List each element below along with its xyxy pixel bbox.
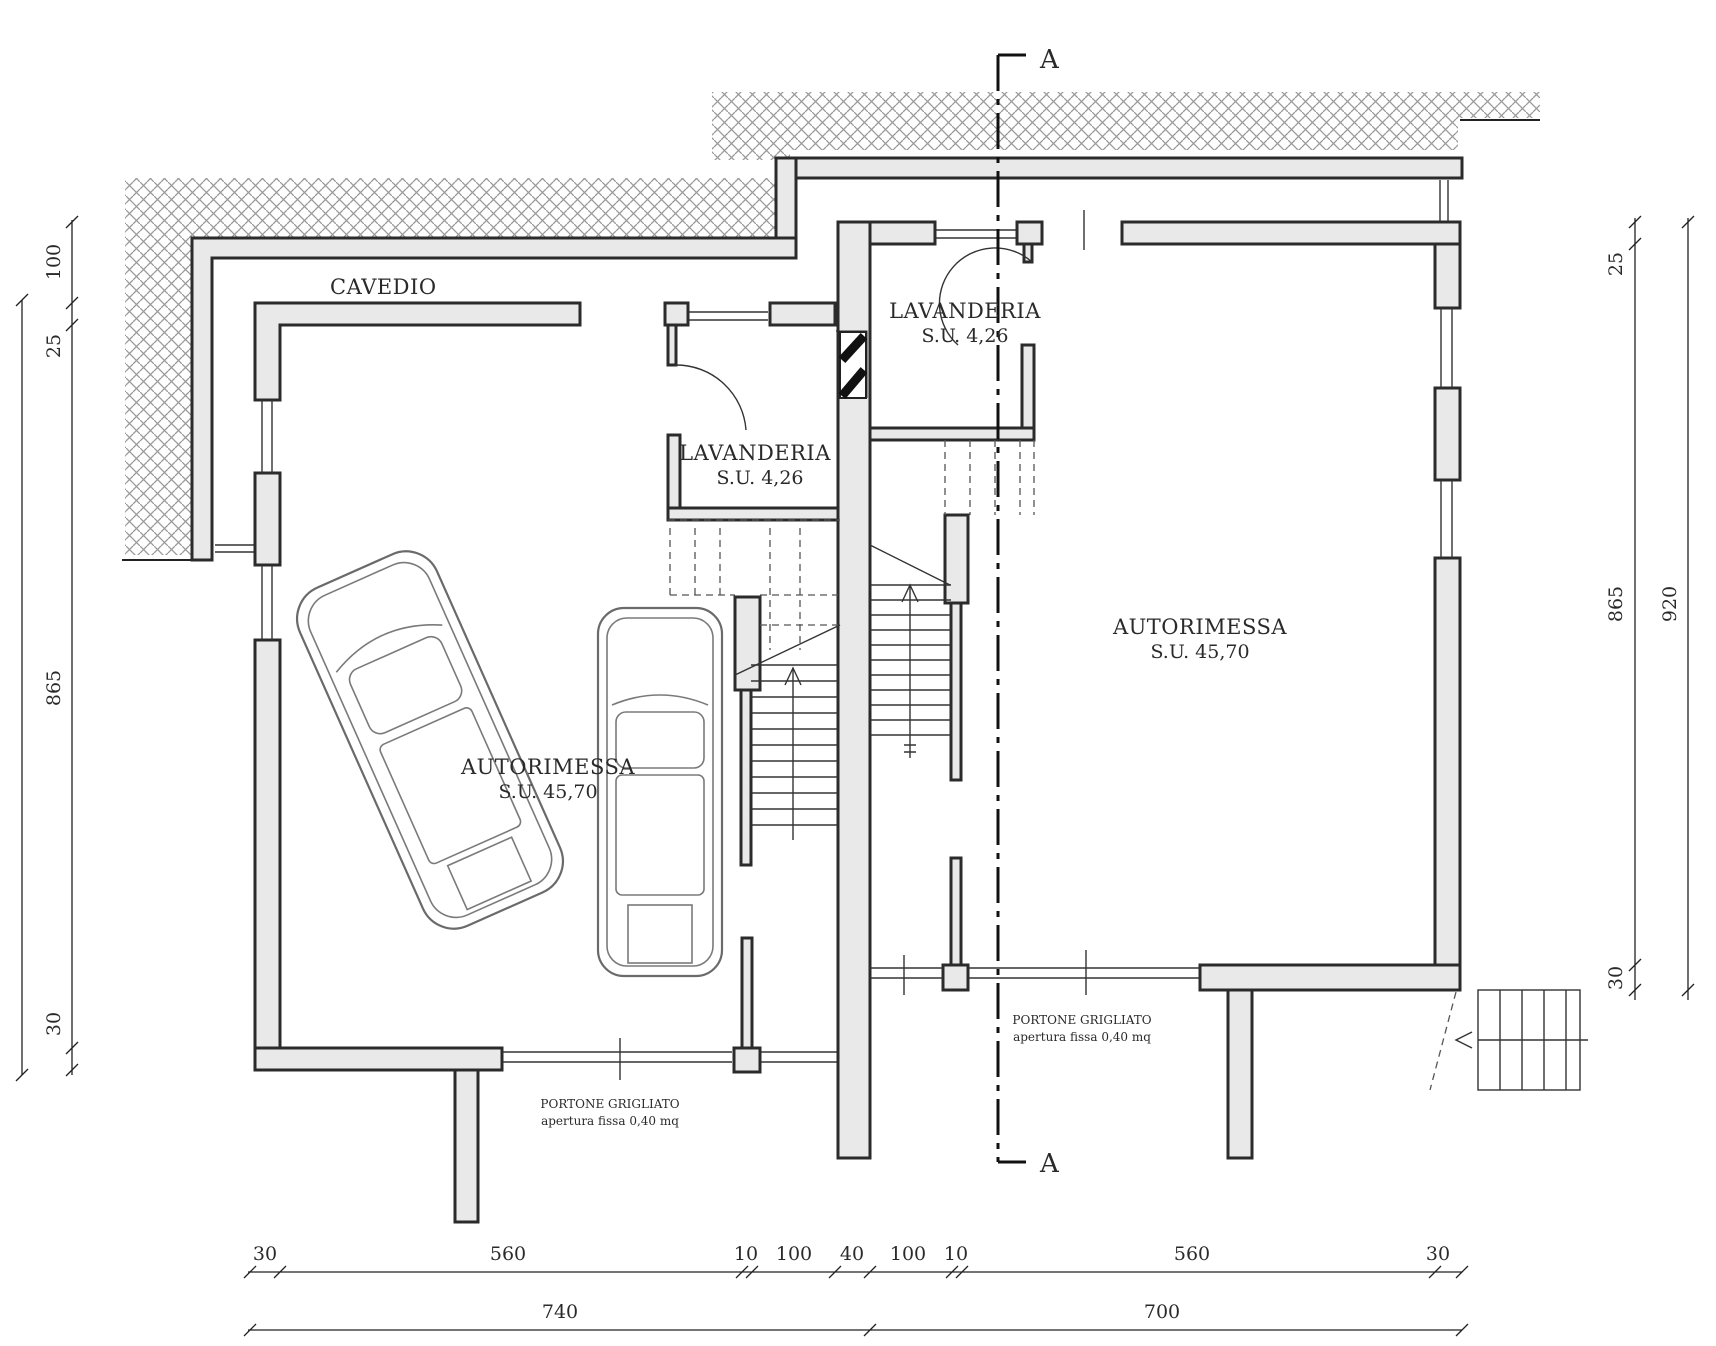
laundry-left-area: S.U. 4,26 <box>716 467 803 489</box>
drawing-stroke <box>65 1041 79 1055</box>
dim-b1-0: 30 <box>253 1243 277 1265</box>
dimension-right: 25 865 30 920 <box>1605 252 1681 990</box>
dim-l-3: 30 <box>43 1012 65 1036</box>
door-right-title: PORTONE GRIGLIATO <box>1012 1013 1151 1027</box>
drawing-stroke <box>745 1265 759 1279</box>
cavedio-label: CAVEDIO <box>330 275 437 299</box>
dim-b1-5: 100 <box>890 1243 926 1265</box>
stairs-left <box>668 519 841 840</box>
drawing-stroke <box>273 1265 287 1279</box>
drawing-stroke <box>1628 983 1642 997</box>
dim-r-1: 865 <box>1605 586 1627 622</box>
door-left-note: apertura fissa 0,40 mq <box>541 1114 679 1128</box>
dim-l-2: 865 <box>43 670 65 706</box>
dimension-lines <box>15 215 1695 1337</box>
garage-right-area: S.U. 45,70 <box>1150 641 1249 663</box>
dim-b1-3: 100 <box>776 1243 812 1265</box>
drawing-stroke <box>828 1265 842 1279</box>
drawing-stroke <box>863 1323 877 1337</box>
dim-b1-7: 560 <box>1174 1243 1210 1265</box>
dim-b1-8: 30 <box>1426 1243 1450 1265</box>
drawing-stroke <box>1681 215 1695 229</box>
garage-left-name: AUTORIMESSA <box>460 755 635 779</box>
drawing-stroke <box>1681 983 1695 997</box>
door-right-note: apertura fissa 0,40 mq <box>1013 1030 1151 1044</box>
dimension-row-1: 30 560 10 100 40 100 10 560 30 <box>253 1243 1450 1265</box>
drawing-stroke <box>955 1265 969 1279</box>
laundry-left-name: LAVANDERIA <box>679 441 831 465</box>
drawing-stroke <box>735 1265 749 1279</box>
dim-b2-0: 740 <box>542 1301 578 1323</box>
dim-b1-4: 40 <box>840 1243 864 1265</box>
garage-left-area: S.U. 45,70 <box>498 781 597 803</box>
dim-b1-2: 10 <box>734 1243 758 1265</box>
dim-b1-1: 560 <box>490 1243 526 1265</box>
drawing-stroke <box>1455 1265 1469 1279</box>
external-stair <box>1429 989 1588 1091</box>
drawing-stroke <box>15 1068 29 1082</box>
drawing-stroke <box>65 215 79 229</box>
door-left-title: PORTONE GRIGLIATO <box>540 1097 679 1111</box>
dim-b1-6: 10 <box>944 1243 968 1265</box>
drawing-stroke <box>243 1323 257 1337</box>
drawing-stroke <box>1455 1323 1469 1337</box>
central-wall <box>835 220 872 1160</box>
drawing-stroke <box>945 1265 959 1279</box>
right-unit-walls <box>868 210 1462 1160</box>
left-unit-walls <box>253 301 842 1224</box>
car-straight <box>596 606 724 978</box>
retaining-walls <box>190 156 1464 562</box>
car-angled <box>296 550 564 930</box>
drawing-stroke <box>1628 958 1642 972</box>
dimension-left: 100 25 865 30 <box>43 244 65 1036</box>
section-line-a <box>996 53 1026 1164</box>
drawing-stroke <box>65 296 79 310</box>
garage-right-name: AUTORIMESSA <box>1112 615 1287 639</box>
drawing-stroke <box>15 293 29 307</box>
dim-l-1: 25 <box>43 334 65 358</box>
dim-r-0: 25 <box>1605 252 1627 276</box>
drawing-stroke <box>243 1265 257 1279</box>
section-label-top: A <box>1039 45 1060 75</box>
laundry-right-area: S.U. 4,26 <box>921 325 1008 347</box>
drawing-stroke <box>1428 1265 1442 1279</box>
drawing-stroke <box>863 1265 877 1279</box>
dim-l-0: 100 <box>43 244 65 280</box>
drawing-stroke <box>1628 237 1642 251</box>
dimension-row-2: 740 700 <box>542 1301 1180 1323</box>
drawing-stroke <box>1628 215 1642 229</box>
ground-hatch <box>122 92 1540 561</box>
dim-r-outer: 920 <box>1659 586 1681 622</box>
section-label-bottom: A <box>1039 1149 1060 1179</box>
stairs-right <box>869 440 1035 758</box>
dim-b2-1: 700 <box>1144 1301 1180 1323</box>
drawing-stroke <box>65 1063 79 1077</box>
dim-r-2: 30 <box>1605 966 1627 990</box>
laundry-right-name: LAVANDERIA <box>889 299 1041 323</box>
drawing-stroke <box>65 318 79 332</box>
